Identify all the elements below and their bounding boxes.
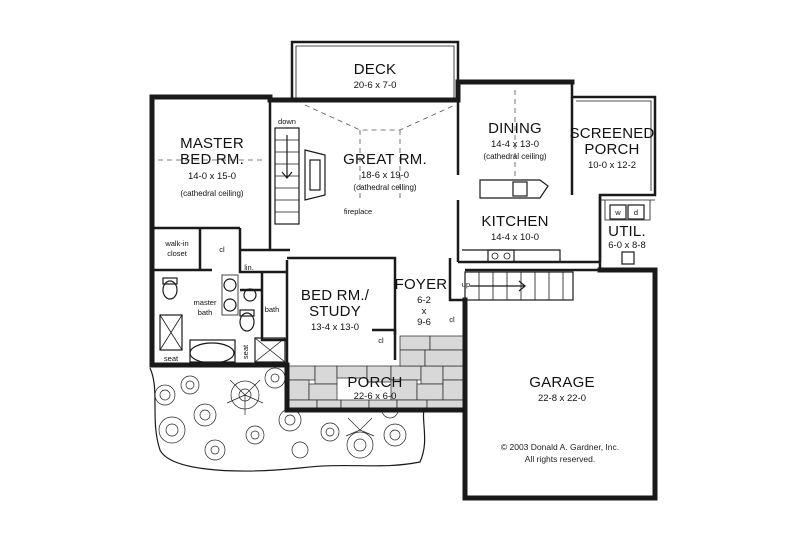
closet-label-3: cl bbox=[449, 315, 455, 324]
porch-paving bbox=[286, 335, 466, 411]
walkin-label-1: walk-in bbox=[164, 239, 188, 248]
screened-name-2: PORCH bbox=[584, 141, 639, 158]
exterior-walls bbox=[149, 79, 658, 501]
porch-dim: 22-6 x 6-0 bbox=[354, 391, 397, 402]
kitchen-dim: 14-4 x 10-0 bbox=[491, 232, 539, 243]
util-name: UTIL. bbox=[608, 223, 646, 240]
linen-label: lin. bbox=[244, 263, 254, 272]
down-label: down bbox=[278, 117, 296, 126]
master-dim: 14-0 x 15-0 bbox=[188, 171, 236, 182]
dining-note: (cathedral ceiling) bbox=[483, 152, 546, 161]
study-name-2: STUDY bbox=[309, 303, 361, 320]
master-bath-label-2: bath bbox=[198, 308, 213, 317]
kitchen-island bbox=[462, 179, 645, 265]
study-dim: 13-4 x 13-0 bbox=[311, 322, 359, 333]
copyright-line-2: All rights reserved. bbox=[525, 454, 595, 464]
stairs-down bbox=[274, 127, 300, 225]
copyright-line-1: © 2003 Donald A. Gardner, Inc. bbox=[501, 442, 619, 452]
bath-label: bath bbox=[265, 305, 280, 314]
ceiling-lines bbox=[158, 90, 516, 200]
master-name-2: BED RM. bbox=[180, 151, 244, 168]
closet-label-2: cl bbox=[378, 336, 384, 345]
deck-name: DECK bbox=[354, 61, 396, 78]
foyer-dim-2: x bbox=[422, 306, 427, 317]
foyer-name: FOYER bbox=[395, 276, 448, 293]
study-name-1: BED RM./ bbox=[301, 287, 370, 304]
great-note: (cathedral ceiling) bbox=[353, 183, 416, 192]
up-label: up bbox=[462, 280, 470, 289]
small-labels: down up fireplace walk-in closet cl lin.… bbox=[164, 117, 638, 363]
screened-dim: 10-0 x 12-2 bbox=[588, 160, 636, 171]
porch-name: PORCH bbox=[347, 374, 402, 391]
dining-name: DINING bbox=[488, 120, 542, 137]
foyer-dim-3: 9-6 bbox=[417, 317, 431, 328]
walkin-label-2: closet bbox=[167, 249, 188, 258]
util-dim: 6-0 x 8-8 bbox=[608, 240, 646, 251]
garage-dim: 22-8 x 22-0 bbox=[538, 393, 586, 404]
copyright: © 2003 Donald A. Gardner, Inc. All right… bbox=[501, 442, 619, 464]
deck bbox=[290, 40, 460, 100]
seat-label-2: seat bbox=[241, 344, 250, 359]
closet-label-1: cl bbox=[219, 245, 225, 254]
room-labels: DECK 20-6 x 7-0 MASTER BED RM. 14-0 x 15… bbox=[180, 61, 654, 404]
fireplace bbox=[304, 149, 326, 201]
interior-walls bbox=[152, 82, 655, 365]
garage-name: GARAGE bbox=[529, 374, 594, 391]
kitchen-name: KITCHEN bbox=[481, 213, 548, 230]
dryer-label: d bbox=[634, 208, 638, 217]
master-name-1: MASTER bbox=[180, 135, 244, 152]
master-note: (cathedral ceiling) bbox=[180, 189, 243, 198]
master-bath-label-1: master bbox=[194, 298, 217, 307]
fireplace-label: fireplace bbox=[344, 207, 372, 216]
screened-name-1: SCREENED bbox=[570, 125, 655, 142]
deck-dim: 20-6 x 7-0 bbox=[354, 80, 397, 91]
great-name: GREAT RM. bbox=[343, 151, 427, 168]
dining-dim: 14-4 x 13-0 bbox=[491, 139, 539, 150]
seat-label-1: seat bbox=[164, 354, 179, 363]
washer-label: w bbox=[614, 208, 621, 217]
stairs-up bbox=[464, 271, 574, 301]
great-dim: 18-6 x 19-0 bbox=[361, 170, 409, 181]
foyer-dim-1: 6-2 bbox=[417, 295, 431, 306]
